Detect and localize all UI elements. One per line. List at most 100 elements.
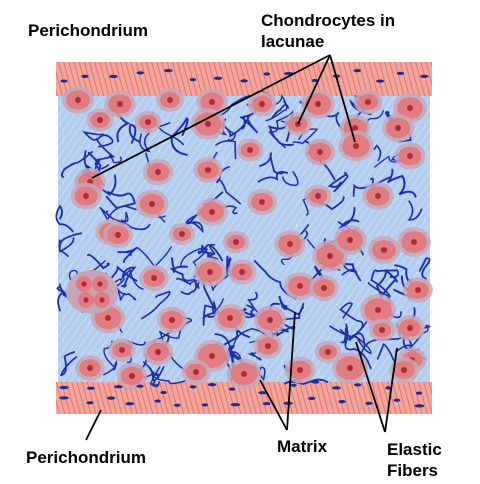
chondrocyte-nucleus xyxy=(317,149,323,155)
perichondrium-nucleus xyxy=(136,385,143,388)
perichondrium-nucleus xyxy=(263,72,270,75)
chondrocyte-nucleus xyxy=(119,347,125,353)
perichondrium-nucleus xyxy=(114,385,123,388)
perichondrium-nucleus xyxy=(202,403,208,406)
chondrocyte-nucleus xyxy=(375,307,381,313)
perichondrium-nucleus xyxy=(394,399,401,402)
chondrocyte-nucleus xyxy=(375,193,381,199)
matrix-label: Matrix xyxy=(277,437,327,457)
chondrocyte-nucleus xyxy=(415,287,421,293)
chondrocyte-nucleus xyxy=(193,369,199,375)
chondrocyte-nucleus xyxy=(75,97,81,103)
chondrocyte-nucleus xyxy=(87,365,93,371)
chondrocytes-label-line1: Chondrocytes in xyxy=(261,11,395,31)
chondrocytes-label-line2: lacunae xyxy=(261,32,324,52)
chondrocyte-nucleus xyxy=(97,117,103,123)
chondrocyte-nucleus xyxy=(169,317,175,323)
perichondrium-nucleus xyxy=(332,386,341,389)
chondrocyte-nucleus xyxy=(151,275,157,281)
perichondrium-nucleus xyxy=(376,79,384,82)
perichondrium-nucleus xyxy=(308,397,316,400)
chondrocyte-nucleus xyxy=(411,239,417,245)
chondrocyte-nucleus xyxy=(327,253,333,259)
perichondrium-nucleus xyxy=(137,71,144,74)
perichondrium-nucleus xyxy=(338,400,345,403)
perichondrium-nucleus xyxy=(59,396,69,399)
perichondrium-nucleus xyxy=(174,404,181,407)
chondrocyte-nucleus xyxy=(209,353,215,359)
chondrocyte-nucleus xyxy=(227,315,233,321)
chondrocyte-nucleus xyxy=(99,297,104,302)
chondrocyte-nucleus xyxy=(287,241,293,247)
chondrocyte-nucleus xyxy=(105,315,111,321)
chondrocyte-nucleus xyxy=(209,99,215,105)
lacuna-cluster xyxy=(66,270,118,314)
chondrocyte-nucleus xyxy=(353,143,359,149)
perichondrium-nucleus xyxy=(291,384,297,387)
perichondrium-nucleus xyxy=(81,75,88,78)
perichondrium-nucleus xyxy=(229,388,236,391)
elastic-fibers-label-line2: Fibers xyxy=(387,461,438,481)
chondrocyte-nucleus xyxy=(207,269,213,275)
perichondrium-top-label: Perichondrium xyxy=(28,21,148,41)
elastic-fibers-label-line1: Elastic xyxy=(387,440,442,460)
perichondrium-nucleus xyxy=(107,396,115,399)
chondrocyte-nucleus xyxy=(129,373,135,379)
perichondrium-bottom-label: Perichondrium xyxy=(26,448,146,468)
chondrocyte-nucleus xyxy=(83,297,88,302)
perichondrium-top-band xyxy=(56,62,432,96)
chondrocyte-nucleus xyxy=(395,125,401,131)
perichondrium-nucleus xyxy=(109,75,118,78)
chondrocyte-nucleus xyxy=(209,209,215,215)
perichondrium-nucleus xyxy=(230,403,240,406)
perichondrium-nucleus xyxy=(164,69,173,72)
chondrocyte-nucleus xyxy=(297,367,303,373)
perichondrium-nucleus xyxy=(190,78,196,81)
chondrocyte-nucleus xyxy=(149,201,155,207)
chondrocyte-nucleus xyxy=(315,101,321,107)
chondrocyte-nucleus xyxy=(179,231,185,237)
perichondrium-nucleus xyxy=(311,380,319,383)
chondrocyte-nucleus xyxy=(233,239,239,245)
perichondrium-nucleus xyxy=(155,399,161,402)
chondrocyte-nucleus xyxy=(381,247,387,253)
chondrocyte-nucleus xyxy=(347,237,353,243)
chondrocyte-nucleus xyxy=(352,125,358,131)
chondrocyte-nucleus xyxy=(117,101,123,107)
chondrocyte-nucleus xyxy=(259,199,265,205)
chondrocyte-nucleus xyxy=(81,281,86,286)
chondrocyte-nucleus xyxy=(145,119,151,125)
chondrocyte-nucleus xyxy=(83,193,89,199)
perichondrium-nucleus xyxy=(416,391,422,394)
chondrocyte-nucleus xyxy=(205,121,211,127)
perichondrium-nucleus xyxy=(59,386,68,389)
chondrocyte-nucleus xyxy=(155,349,161,355)
perichondrium-nucleus xyxy=(86,401,93,404)
chondrocyte-nucleus xyxy=(347,365,353,371)
chondrocyte-nucleus xyxy=(247,147,253,153)
leader-perichondrium-bottom xyxy=(86,410,101,440)
chondrocyte-nucleus xyxy=(407,153,413,159)
chondrocyte-nucleus xyxy=(265,343,271,349)
chondrocyte-nucleus xyxy=(259,101,265,107)
chondrocyte-nucleus xyxy=(379,327,385,333)
perichondrium-nucleus xyxy=(87,387,95,390)
chondrocyte-nucleus xyxy=(365,99,371,105)
perichondrium-nucleus xyxy=(414,404,424,407)
perichondrium-nucleus xyxy=(125,402,134,405)
chondrocyte-nucleus xyxy=(239,269,245,275)
perichondrium-nucleus xyxy=(160,391,166,394)
perichondrium-nucleus xyxy=(240,79,247,82)
chondrocyte-nucleus xyxy=(267,317,273,323)
chondrocyte-nucleus xyxy=(321,285,327,291)
chondrocyte-nucleus xyxy=(241,371,247,377)
chondrocyte-nucleus xyxy=(407,325,413,331)
perichondrium-nucleus xyxy=(365,402,372,405)
chondrocyte-nucleus xyxy=(155,169,161,175)
perichondrium-nucleus xyxy=(60,79,67,82)
perichondrium-nucleus xyxy=(397,72,404,75)
chondrocyte-nucleus xyxy=(315,193,321,199)
chondrocyte-nucleus xyxy=(407,105,413,111)
chondrocyte-nucleus xyxy=(401,367,407,373)
